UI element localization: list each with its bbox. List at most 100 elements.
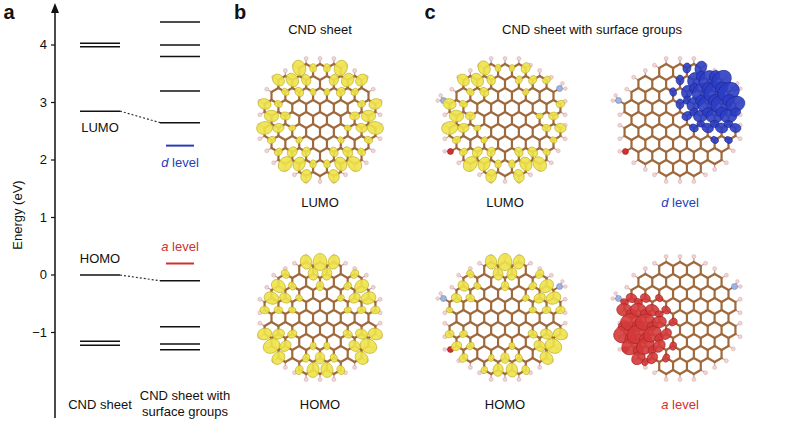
bond-line <box>644 140 646 148</box>
bond-line <box>728 310 735 314</box>
level-label: LUMO <box>81 120 119 136</box>
bond-line <box>498 112 505 116</box>
bond-line <box>658 362 660 370</box>
bond-line <box>476 302 478 310</box>
orbital-lobe <box>508 342 516 351</box>
bond-line <box>327 112 334 116</box>
bond-line <box>355 322 362 326</box>
bond-line <box>687 358 694 362</box>
orbital-lobe <box>333 155 350 173</box>
hydrogen-atom <box>704 173 708 177</box>
orbital-lobe <box>441 121 459 136</box>
bond-line <box>519 310 526 314</box>
orbital-lobe <box>271 327 286 341</box>
bond-line <box>313 334 320 338</box>
bond-line <box>693 326 695 334</box>
bond-line <box>367 92 369 100</box>
bond-line <box>292 346 299 350</box>
bond-line <box>340 314 342 322</box>
bond-line <box>680 274 687 278</box>
bond-line <box>498 298 505 302</box>
bond-line <box>694 358 701 362</box>
hydrogen-atom <box>304 57 308 61</box>
bond-line <box>701 334 708 338</box>
orbital-lobe <box>514 353 523 363</box>
bond-line <box>463 136 470 140</box>
bond-line <box>483 290 485 298</box>
bond-line <box>693 350 695 358</box>
bond-line <box>644 92 646 100</box>
bond-line <box>672 266 674 274</box>
orbital-lobe <box>484 168 497 183</box>
bond-line <box>455 92 457 100</box>
orbital-lobe <box>554 123 567 134</box>
bond-line <box>484 112 491 116</box>
hydrogen-atom <box>378 297 382 301</box>
bond-line <box>715 334 722 338</box>
axis-title: Energy (eV) <box>10 180 26 249</box>
orbital-lobe <box>300 73 312 87</box>
orbital-lobe <box>323 342 331 351</box>
bond-line <box>673 310 680 314</box>
bond-line <box>313 322 320 326</box>
orbital-lobe <box>668 317 679 327</box>
bond-line <box>687 262 694 266</box>
bond-line <box>484 334 491 338</box>
bond-line <box>680 310 687 314</box>
hydrogen-atom <box>439 94 443 98</box>
bond-line <box>334 346 341 350</box>
surface-group-atom <box>616 98 622 104</box>
bond-line <box>334 274 341 278</box>
bond-line <box>299 112 306 116</box>
bond-line <box>672 164 674 172</box>
bond-line <box>666 298 673 302</box>
hydrogen-atom <box>652 261 656 265</box>
orbital-lobe <box>724 136 734 145</box>
bond-line <box>512 124 519 128</box>
hydrogen-atom <box>468 366 472 370</box>
orbital-lobe <box>458 147 469 158</box>
orbital-lobe <box>449 110 464 123</box>
hydrogen-atom <box>618 348 622 352</box>
orbital-lobe <box>266 135 276 145</box>
hydrogen-atom <box>724 359 728 363</box>
bond-line <box>658 266 660 274</box>
energy-level <box>80 46 120 48</box>
bond-line <box>715 286 722 290</box>
bond-line <box>637 278 639 286</box>
bond-line <box>470 136 477 140</box>
bond-line <box>313 124 320 128</box>
bond-line <box>701 346 708 350</box>
bond-line <box>680 334 687 338</box>
orbital-lobe <box>459 330 469 339</box>
panel-letter: b <box>234 1 246 23</box>
bond-line <box>701 160 708 164</box>
hydrogen-atom <box>563 297 567 301</box>
bond-line <box>484 346 491 350</box>
bond-line <box>658 116 660 124</box>
bond-line <box>687 136 694 140</box>
bond-line <box>722 310 729 314</box>
column-label: CND sheet <box>68 397 132 413</box>
hydrogen-atom <box>468 69 472 73</box>
hydrogen-atom <box>731 347 735 351</box>
axis-tick-label: 2 <box>40 152 47 168</box>
hydrogen-atom <box>561 280 565 284</box>
bond-line <box>305 326 307 334</box>
axis-tick <box>51 44 55 45</box>
orbital-lobe <box>323 63 331 72</box>
bond-line <box>659 160 666 164</box>
bond-line <box>645 124 652 128</box>
orbital-lobe <box>335 86 347 99</box>
orbital-lobe <box>495 64 502 72</box>
orbital-lobe <box>306 362 320 379</box>
orbital-lobe <box>361 110 376 123</box>
bond-line <box>505 136 512 140</box>
bond-line <box>483 314 485 322</box>
bond-line <box>701 358 708 362</box>
bond-line <box>672 290 674 298</box>
bond-line <box>679 302 681 310</box>
orbital-lobe <box>527 281 538 292</box>
hydrogen-atom <box>739 285 743 289</box>
